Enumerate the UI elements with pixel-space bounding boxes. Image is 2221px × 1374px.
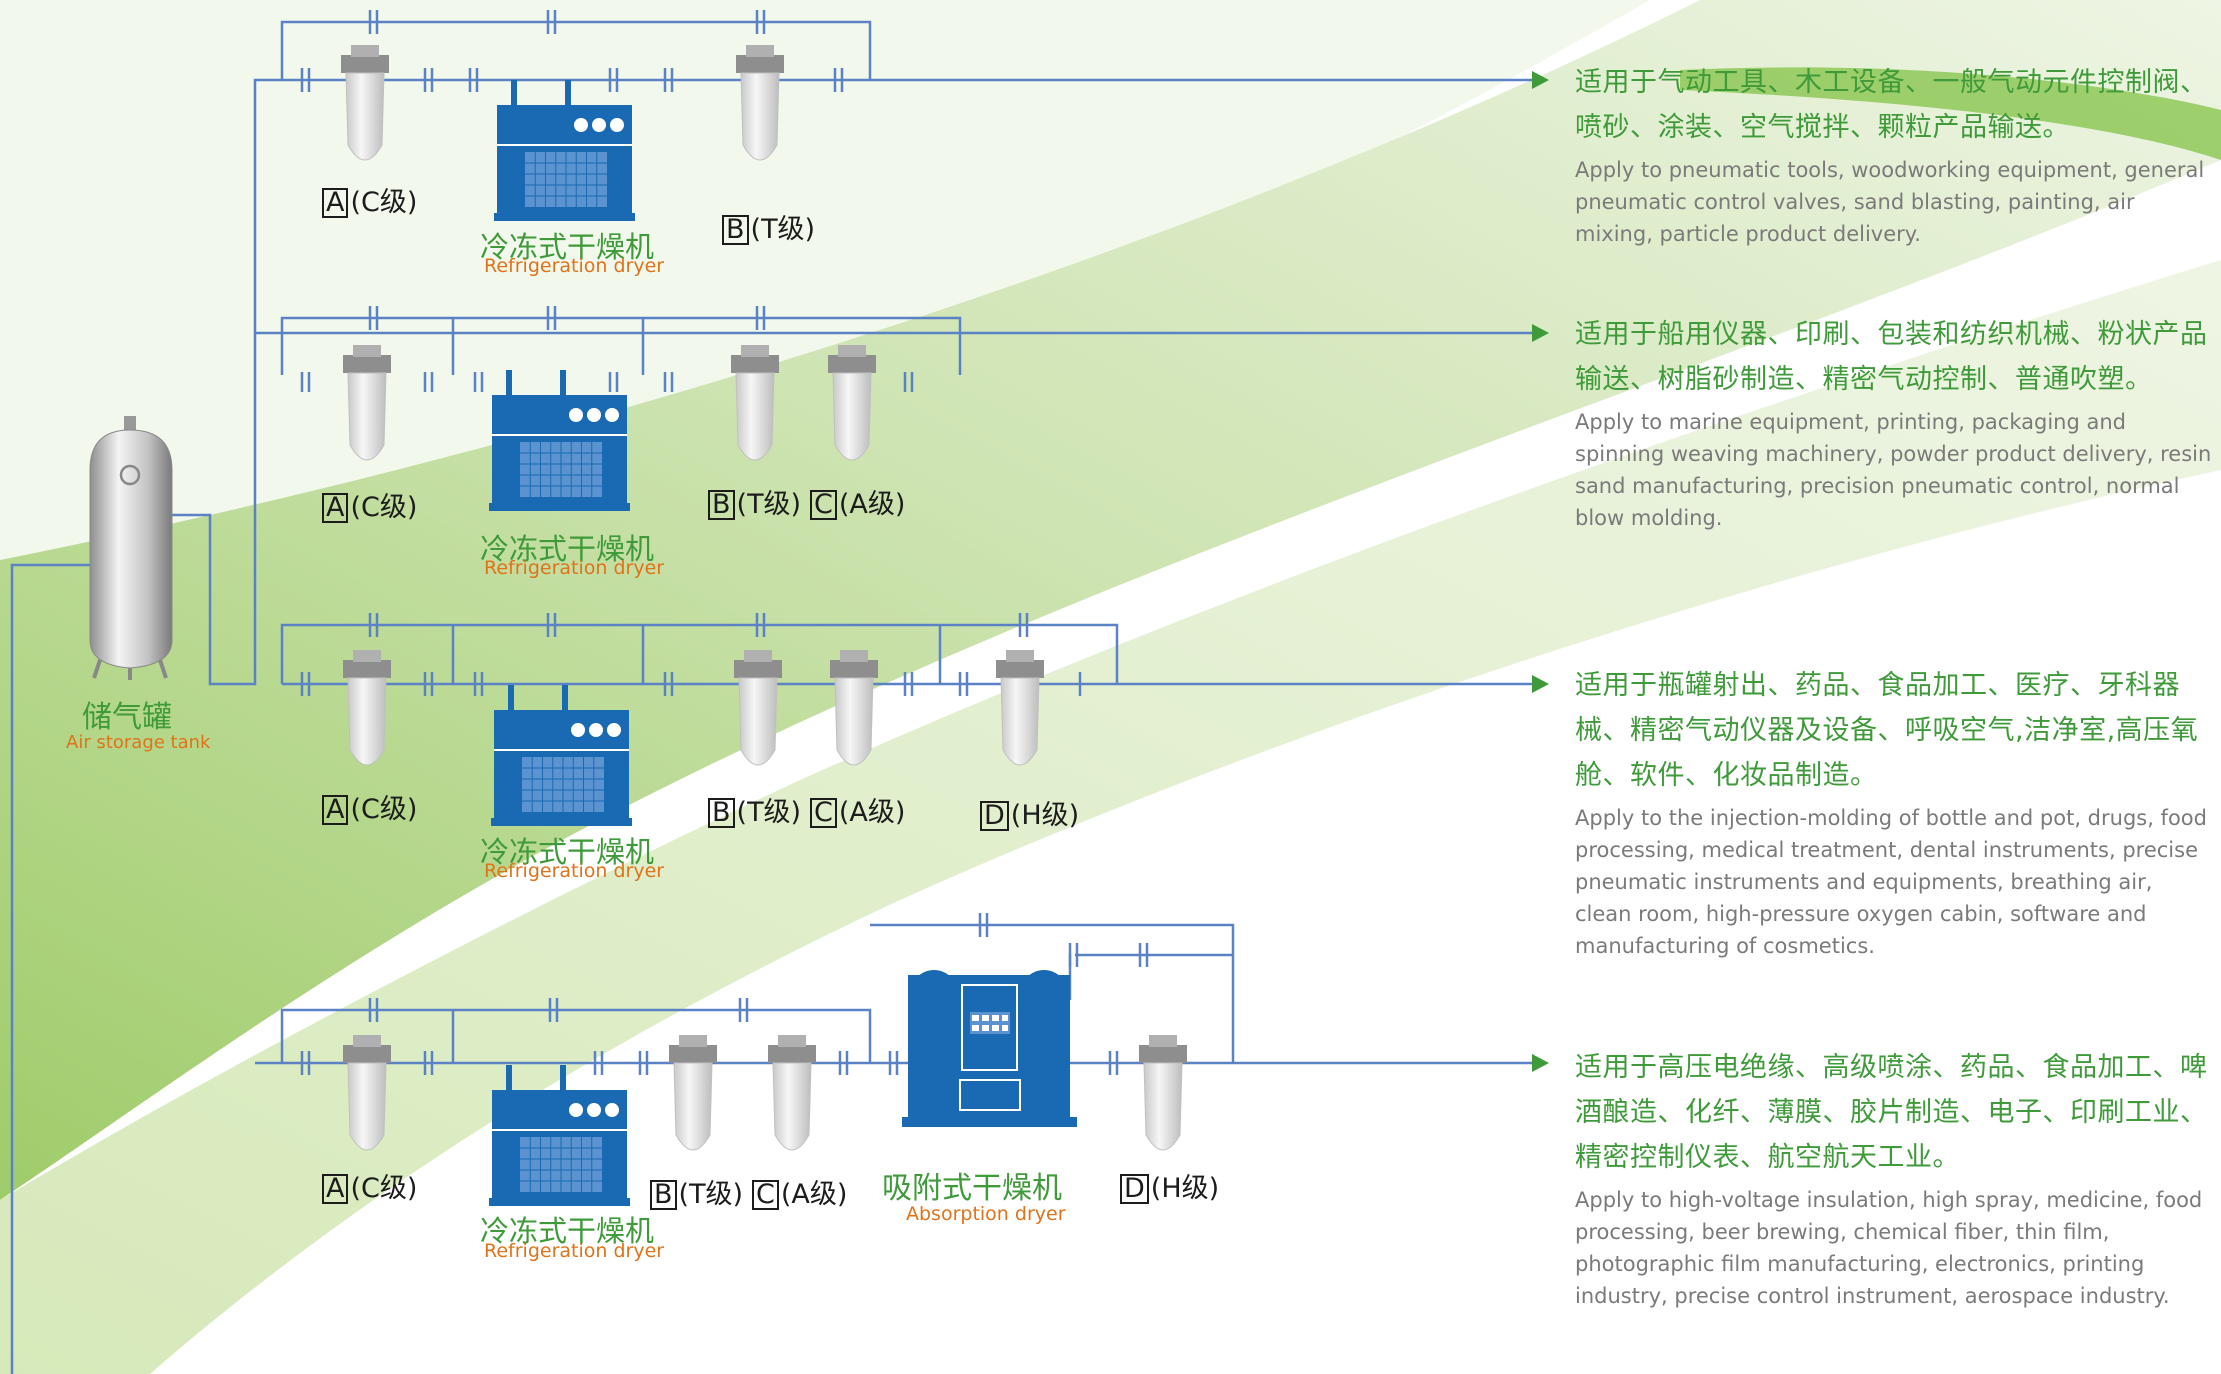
application-en: Apply to high-voltage insulation, high s… [1575,1188,2203,1308]
application-en: Apply to pneumatic tools, woodworking eq… [1575,158,2205,246]
filter-label-c: C(A级) [810,482,905,521]
application-row-3: 适用于瓶罐射出、药品、食品加工、医疗、牙科器械、精密气动仪器及设备、呼吸空气,洁… [1575,663,2215,962]
dryer-label-cn: 冷冻式干燥机 [480,230,655,264]
filter-icon [343,345,391,461]
dryer-label-cn: 冷冻式干燥机 [480,835,655,869]
refrigeration-dryer-icon [494,80,635,221]
dryer-label-en: Refrigeration dryer [484,1240,665,1262]
filter-icon [341,45,389,161]
application-cn: 适用于瓶罐射出、药品、食品加工、医疗、牙科器械、精密气动仪器及设备、呼吸空气,洁… [1575,670,2199,791]
filter-label-b: B(T级) [708,482,801,521]
pipe-network [10,20,1540,1374]
air-storage-tank-icon [89,416,173,680]
filter-icons [341,45,1187,1151]
application-row-1: 适用于气动工具、木工设备、一般气动元件控制阀、喷砂、涂装、空气搅拌、颗粒产品输送… [1575,60,2215,250]
application-en: Apply to the injection-molding of bottle… [1575,806,2207,958]
application-cn: 适用于高压电绝缘、高级喷涂、药品、食品加工、啤酒酿造、化纤、薄膜、胶片制造、电子… [1575,1052,2208,1173]
application-cn: 适用于气动工具、木工设备、一般气动元件控制阀、喷砂、涂装、空气搅拌、颗粒产品输送… [1575,67,2208,143]
application-en: Apply to marine equipment, printing, pac… [1575,410,2212,530]
filter-label-c: C(A级) [752,1172,847,1211]
dryer-label-en: Refrigeration dryer [484,255,665,277]
application-row-2: 适用于船用仪器、印刷、包装和纺织机械、粉状产品输送、树脂砂制造、精密气动控制、普… [1575,312,2215,534]
filter-icon [736,45,784,161]
refrigeration-dryer-icon [491,685,632,826]
filter-label-b: B(T级) [708,790,801,829]
filter-label-c: C(A级) [810,790,905,829]
filter-icon [734,650,782,766]
filter-label-d: D(H级) [1120,1166,1219,1205]
filter-label-a: A(C级) [322,485,417,524]
filter-label-a: A(C级) [322,180,417,219]
absorption-dryer-label-en: Absorption dryer [906,1203,1066,1225]
filter-icon [828,345,876,461]
refrigeration-dryer-icons [489,80,635,1206]
dryer-label-en: Refrigeration dryer [484,557,665,579]
filter-icon [343,650,391,766]
filter-icon [343,1035,391,1151]
filter-label-a: A(C级) [322,787,417,826]
tank-label-en: Air storage tank [66,732,211,753]
filter-icon [830,650,878,766]
filter-label-b: B(T级) [722,207,815,246]
absorption-dryer-icon [902,970,1077,1127]
arrowheads [1532,71,1549,1072]
filter-label-b: B(T级) [650,1172,743,1211]
refrigeration-dryer-icon [489,370,630,511]
filter-icon [996,650,1044,766]
refrigeration-dryer-icon [489,1065,630,1206]
absorption-dryer-label-cn: 吸附式干燥机 [882,1171,1062,1206]
application-cn: 适用于船用仪器、印刷、包装和纺织机械、粉状产品输送、树脂砂制造、精密气动控制、普… [1575,319,2208,395]
filter-icon [768,1035,816,1151]
filter-icon [669,1035,717,1151]
filter-icon [1139,1035,1187,1151]
dryer-label-cn: 冷冻式干燥机 [480,1214,655,1248]
filter-label-a: A(C级) [322,1166,417,1205]
filter-icon [731,345,779,461]
dryer-label-cn: 冷冻式干燥机 [480,532,655,566]
application-row-4: 适用于高压电绝缘、高级喷涂、药品、食品加工、啤酒酿造、化纤、薄膜、胶片制造、电子… [1575,1045,2215,1312]
filter-label-d: D(H级) [980,793,1079,832]
valve-marks [300,10,1149,1075]
tank-label-cn: 储气罐 [82,700,172,735]
dryer-label-en: Refrigeration dryer [484,860,665,882]
